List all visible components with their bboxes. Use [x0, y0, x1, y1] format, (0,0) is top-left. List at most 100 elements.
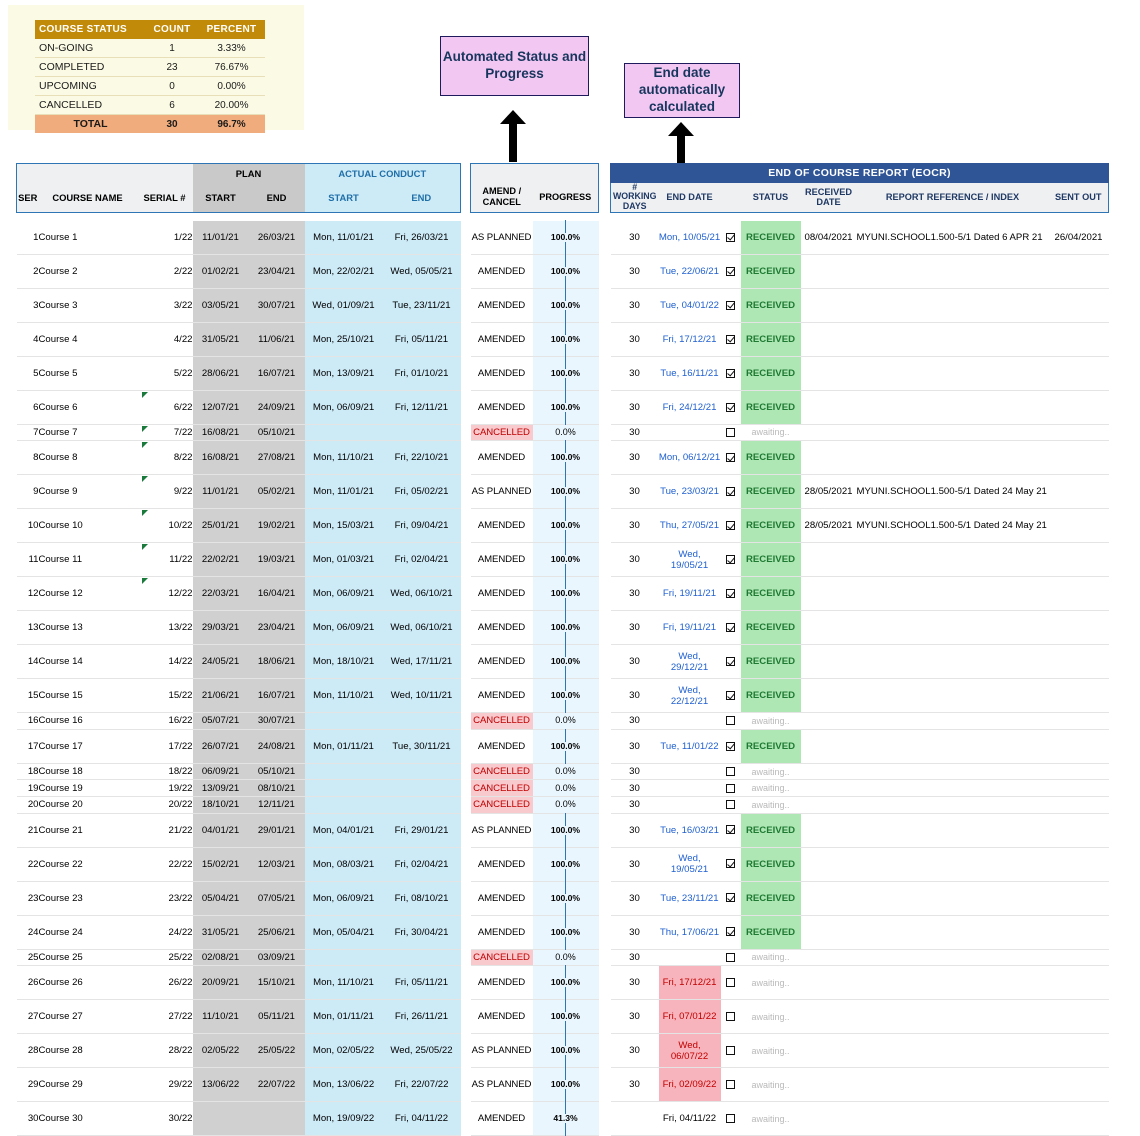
row-sent-out[interactable]	[1048, 254, 1109, 289]
row-serial[interactable]: 5/22	[136, 356, 193, 391]
row-sent-out[interactable]: 26/04/2021	[1048, 220, 1109, 255]
row-plan-start[interactable]: 02/08/21	[192, 949, 249, 967]
row-received-checkbox-cell[interactable]	[720, 322, 741, 357]
row-report-reference[interactable]	[856, 881, 1049, 916]
checkbox-icon[interactable]	[726, 453, 735, 463]
row-plan-start[interactable]: 03/05/21	[192, 288, 249, 323]
row-received-checkbox-cell[interactable]	[720, 1101, 741, 1136]
row-sent-out[interactable]	[1048, 356, 1109, 391]
row-serial[interactable]: 17/22	[136, 729, 193, 764]
row-plan-start[interactable]: 16/08/21	[192, 440, 249, 476]
row-plan-start[interactable]: 16/08/21	[192, 424, 249, 442]
row-sent-out[interactable]	[1048, 288, 1109, 323]
row-plan-start[interactable]: 11/01/21	[192, 474, 249, 510]
row-plan-start[interactable]: 22/03/21	[192, 576, 249, 612]
row-report-reference[interactable]	[856, 847, 1049, 882]
checkbox-icon[interactable]	[726, 1046, 735, 1056]
row-actual-end[interactable]: Fri, 05/11/21	[382, 322, 461, 357]
checkbox-icon[interactable]	[726, 716, 735, 726]
row-received-date[interactable]	[800, 881, 857, 916]
row-actual-end[interactable]: Fri, 02/04/21	[382, 542, 461, 578]
row-plan-end[interactable]: 15/10/21	[248, 965, 305, 1001]
row-report-reference[interactable]	[856, 949, 1049, 967]
row-sent-out[interactable]	[1048, 322, 1109, 357]
row-received-date[interactable]	[800, 322, 857, 357]
row-actual-end[interactable]: Fri, 04/11/22	[382, 1101, 461, 1136]
row-received-checkbox-cell[interactable]	[720, 915, 741, 950]
row-received-date[interactable]: 28/05/2021	[800, 474, 857, 510]
row-actual-end[interactable]: Wed, 05/05/21	[382, 254, 461, 289]
row-serial[interactable]: 21/22	[136, 813, 193, 848]
row-received-checkbox-cell[interactable]	[720, 542, 741, 578]
row-serial[interactable]: 12/22	[136, 576, 193, 612]
row-actual-end[interactable]: Fri, 22/07/22	[382, 1067, 461, 1103]
row-actual-end[interactable]: Fri, 26/03/21	[382, 220, 461, 255]
row-course-name[interactable]: Course 22	[38, 847, 137, 882]
row-plan-start[interactable]: 13/06/22	[192, 1067, 249, 1103]
row-received-checkbox-cell[interactable]	[720, 678, 741, 714]
row-course-name[interactable]: Course 2	[38, 254, 137, 289]
row-actual-end[interactable]: Fri, 02/04/21	[382, 847, 461, 882]
row-plan-start[interactable]: 12/07/21	[192, 390, 249, 425]
row-plan-start[interactable]: 05/07/21	[192, 712, 249, 730]
row-amend-status[interactable]: AMENDED	[470, 508, 533, 544]
row-sent-out[interactable]	[1048, 424, 1109, 442]
row-plan-start[interactable]	[192, 1101, 249, 1136]
row-amend-status[interactable]: CANCELLED	[470, 949, 533, 967]
checkbox-icon[interactable]	[726, 741, 735, 751]
row-plan-start[interactable]: 11/10/21	[192, 999, 249, 1035]
row-report-reference[interactable]	[856, 254, 1049, 289]
row-actual-start[interactable]: Mon, 13/06/22	[304, 1067, 383, 1103]
row-actual-start[interactable]: Mon, 22/02/21	[304, 254, 383, 289]
row-plan-end[interactable]: 25/06/21	[248, 915, 305, 950]
row-report-reference[interactable]	[856, 322, 1049, 357]
checkbox-icon[interactable]	[726, 691, 735, 701]
row-sent-out[interactable]	[1048, 813, 1109, 848]
row-received-date[interactable]	[800, 813, 857, 848]
row-amend-status[interactable]: AS PLANNED	[470, 813, 533, 848]
row-received-checkbox-cell[interactable]	[720, 440, 741, 476]
row-course-name[interactable]: Course 20	[38, 796, 137, 814]
row-report-reference[interactable]	[856, 1067, 1049, 1103]
row-received-checkbox-cell[interactable]	[720, 356, 741, 391]
row-actual-start[interactable]	[304, 424, 383, 442]
row-actual-end[interactable]: Wed, 06/10/21	[382, 610, 461, 646]
row-actual-end[interactable]	[382, 712, 461, 730]
row-plan-start[interactable]: 15/02/21	[192, 847, 249, 882]
row-report-reference[interactable]: MYUNI.SCHOOL1.500-5/1 Dated 24 May 21	[856, 508, 1049, 544]
row-received-date[interactable]	[800, 915, 857, 950]
row-report-reference[interactable]	[856, 678, 1049, 714]
row-plan-end[interactable]: 30/07/21	[248, 712, 305, 730]
row-serial[interactable]: 15/22	[136, 678, 193, 714]
row-sent-out[interactable]	[1048, 729, 1109, 764]
row-plan-end[interactable]	[248, 1101, 305, 1136]
row-actual-end[interactable]: Wed, 06/10/21	[382, 576, 461, 612]
row-report-reference[interactable]	[856, 1101, 1049, 1136]
row-actual-start[interactable]: Mon, 06/09/21	[304, 576, 383, 612]
row-plan-start[interactable]: 13/09/21	[192, 779, 249, 797]
checkbox-icon[interactable]	[726, 825, 735, 835]
row-received-date[interactable]	[800, 1067, 857, 1103]
checkbox-icon[interactable]	[726, 521, 735, 531]
row-actual-end[interactable]: Wed, 10/11/21	[382, 678, 461, 714]
row-serial[interactable]: 16/22	[136, 712, 193, 730]
row-amend-status[interactable]: CANCELLED	[470, 796, 533, 814]
row-received-date[interactable]	[800, 440, 857, 476]
row-report-reference[interactable]	[856, 390, 1049, 425]
row-plan-start[interactable]: 22/02/21	[192, 542, 249, 578]
row-amend-status[interactable]: AMENDED	[470, 644, 533, 680]
row-course-name[interactable]: Course 1	[38, 220, 137, 255]
checkbox-icon[interactable]	[726, 232, 735, 242]
row-actual-start[interactable]: Mon, 15/03/21	[304, 508, 383, 544]
